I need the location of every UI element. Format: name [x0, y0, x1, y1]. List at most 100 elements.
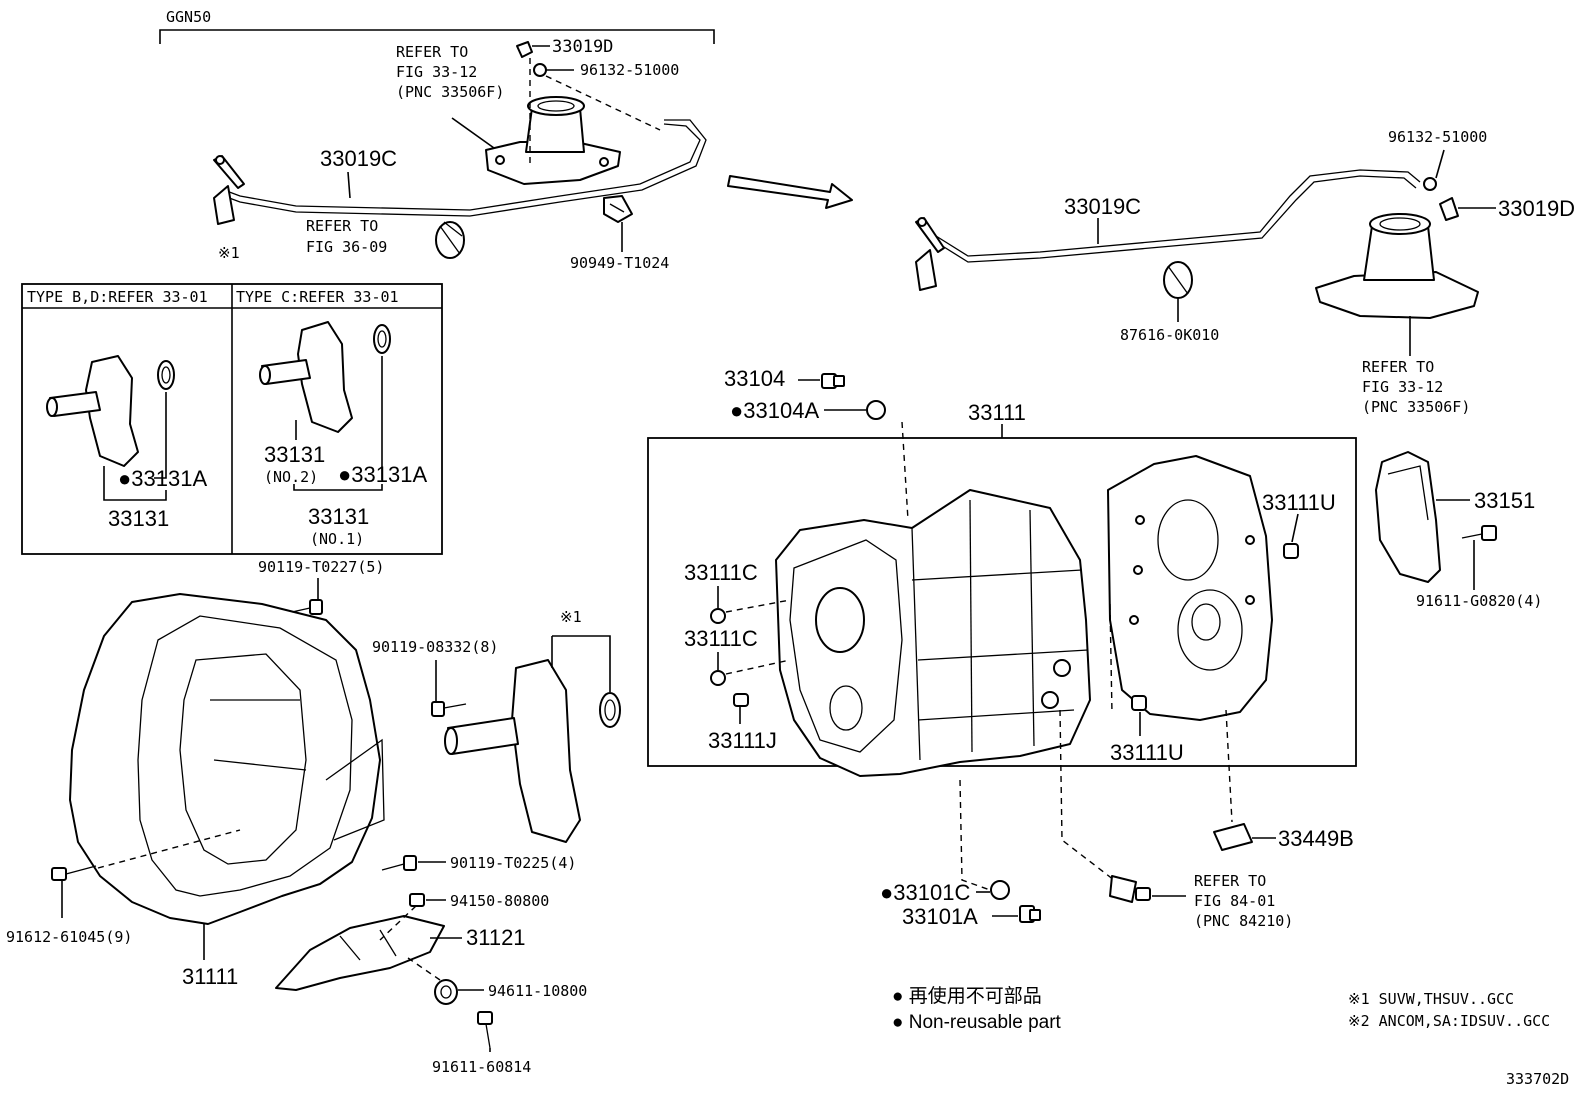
label-no1: (NO.1) [310, 530, 364, 548]
label-96132-top: 96132-51000 [580, 61, 679, 79]
label-33104: 33104 [724, 366, 785, 391]
bearing-retainer-center [444, 659, 621, 843]
pin-33111c-b [710, 670, 726, 686]
label-33019d-right: 33019D [1498, 196, 1575, 221]
bleeder-plug-right [1423, 177, 1437, 191]
label-94150: 94150-80800 [450, 892, 549, 910]
label-refer-top-1: REFER TO [396, 43, 468, 61]
pin-33111j [733, 693, 749, 707]
dash-91612 [97, 829, 241, 869]
figure-id: 333702D [1506, 1070, 1569, 1088]
label-no2: (NO.2) [264, 468, 318, 486]
dash-33104 [901, 421, 909, 521]
legend-jp: ● 再使用不可部品 [892, 985, 1042, 1007]
bolt-91612 [51, 865, 97, 881]
label-33111c-a: 33111C [684, 560, 758, 585]
label-91611-g0820: 91611-G0820(4) [1416, 592, 1542, 610]
label-33019d-top: 33019D [552, 37, 613, 57]
label-87616: 87616-0K010 [1120, 326, 1219, 344]
bolt-90119-08332 [431, 701, 467, 717]
dash-plate [1109, 603, 1113, 715]
leader-33131a-left [154, 392, 167, 479]
type-box-right-title: TYPE C:REFER 33-01 [236, 288, 399, 306]
leader-mark-1b-b [552, 635, 611, 692]
switch-84210 [1109, 875, 1151, 903]
label-33131-left: 33131 [108, 506, 169, 531]
label-33131a-right: ●33131A [338, 462, 427, 487]
label-33111c-b: 33111C [684, 626, 758, 651]
extension-plate [1107, 455, 1273, 721]
pipe-clamp-top [435, 221, 465, 259]
label-33111: 33111 [968, 400, 1026, 425]
transmission-case [775, 489, 1091, 777]
label-33131a-left: ●33131A [118, 466, 207, 491]
type-box-left-title: TYPE B,D:REFER 33-01 [27, 288, 208, 306]
bearing-retainer-left [46, 355, 175, 467]
label-refer-right-1: REFER TO [1362, 358, 1434, 376]
clutch-pipe-right [915, 169, 1421, 291]
label-refer-84-2: FIG 84-01 [1194, 892, 1275, 910]
note-2: ※2 ANCOM,SA:IDSUV..GCC [1348, 1012, 1550, 1030]
label-refer-right-3: (PNC 33506F) [1362, 398, 1470, 416]
dash-33101 [959, 779, 991, 891]
label-91612: 91612-61045(9) [6, 928, 132, 946]
clutch-pipe-top [213, 119, 707, 225]
label-mark-1a: ※1 [218, 244, 240, 262]
plug-33101a [1019, 905, 1041, 923]
arrow-right [727, 175, 853, 209]
bleeder-cap-right [1439, 197, 1459, 221]
nut-94150 [409, 893, 425, 907]
label-33151: 33151 [1474, 488, 1535, 513]
label-90119-t0227: 90119-T0227(5) [258, 558, 384, 576]
pin-33111u-b [1131, 695, 1147, 711]
label-33111j: 33111J [708, 728, 777, 753]
dash-33449b [1225, 709, 1233, 823]
label-refer-84-3: (PNC 84210) [1194, 912, 1293, 930]
label-refer-36-1: REFER TO [306, 217, 378, 235]
label-33111u-a: 33111U [1262, 490, 1336, 515]
label-94611: 94611-10800 [488, 982, 587, 1000]
note-1: ※1 SUVW,THSUV..GCC [1348, 990, 1514, 1008]
legend-en: ● Non-reusable part [892, 1012, 1062, 1033]
part-33449b [1213, 823, 1253, 851]
leader-33131-no1 [293, 484, 383, 491]
bolt-91611-60814 [477, 1011, 493, 1049]
label-33111u-b: 33111U [1110, 740, 1184, 765]
label-refer-top-2: FIG 33-12 [396, 63, 477, 81]
bleeder-plug-top [533, 63, 547, 77]
clutch-housing [69, 593, 385, 925]
label-refer-right-2: FIG 33-12 [1362, 378, 1443, 396]
label-33101a: 33101A [902, 904, 978, 929]
model-label: GGN50 [166, 8, 211, 26]
bolt-91611-g0820 [1461, 525, 1497, 541]
label-96132-right: 96132-51000 [1388, 128, 1487, 146]
release-cylinder-right [1315, 213, 1479, 319]
model-bracket [159, 29, 715, 44]
leader-33111u-a [1291, 513, 1299, 543]
label-33131-right: 33131 [264, 442, 325, 467]
gasket-33101c [990, 880, 1010, 900]
leader-33131-left [103, 466, 167, 501]
pipe-clamp-right [1163, 261, 1193, 299]
label-33019c-right: 33019C [1064, 194, 1141, 219]
bolt-90119-t0227 [291, 599, 323, 615]
pin-33111c-a [710, 608, 726, 624]
label-90119-t0225: 90119-T0225(4) [450, 854, 576, 872]
washer-94611 [434, 979, 458, 1005]
bearing-retainer-right [259, 321, 391, 433]
label-refer-top-3: (PNC 33506F) [396, 83, 504, 101]
cover-31121 [275, 915, 445, 991]
gasket-33104a [866, 400, 886, 420]
clip-90949 [603, 195, 633, 223]
bleeder-cap-top [516, 41, 533, 58]
pin-33111u-a [1283, 543, 1299, 559]
release-cylinder-top [485, 96, 621, 185]
label-mark-1b: ※1 [560, 608, 582, 626]
cover-33151 [1375, 451, 1441, 583]
label-33131-right-bottom: 33131 [308, 504, 369, 529]
leader-96132-right [1435, 149, 1445, 179]
label-91611-60814: 91611-60814 [432, 1058, 531, 1076]
label-31121: 31121 [466, 925, 526, 950]
dash-94150 [379, 905, 417, 941]
